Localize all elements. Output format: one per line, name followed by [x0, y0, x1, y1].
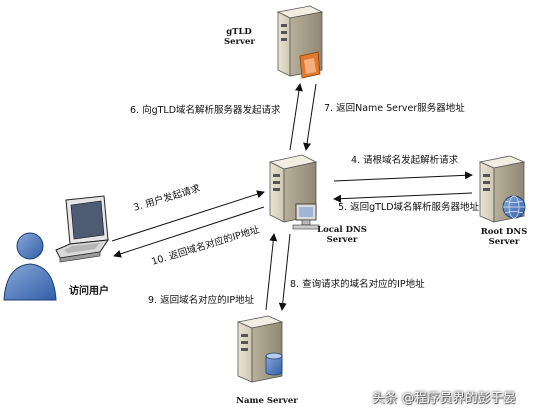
gtld-server-label: gTLD Server: [224, 27, 255, 47]
root-dns-server-label: Root DNS Server: [480, 227, 528, 247]
arrow-step-4: [333, 171, 473, 182]
gtld-server-icon: [276, 5, 324, 79]
arrow-step-9: [265, 233, 278, 311]
step-6-label: 6. 向gTLD域名解析服务器发起请求: [130, 105, 281, 116]
local-dns-server-label: Local DNS Server: [317, 225, 367, 245]
step-8-label: 8. 查询请求的域名对应的IP地址: [290, 279, 425, 290]
step-7-label: 7. 返回Name Server服务器地址: [324, 103, 465, 114]
step-5-label: 5. 返回gTLD域名解析服务器地址: [338, 202, 480, 213]
step-4-label: 4. 请根域名发起解析请求: [351, 155, 459, 166]
arrow-step-8: [278, 233, 291, 311]
arrow-step-3: [111, 190, 265, 242]
arrow-step-10: [113, 206, 265, 258]
globe-icon: [502, 195, 526, 219]
laptop-icon: [55, 195, 110, 263]
arrow-step-7: [303, 83, 317, 151]
user-label: 访问用户: [69, 286, 109, 297]
name-server-label: Name Server: [236, 396, 298, 406]
watermark-text: 头条 @程序员界的彭于晏: [372, 390, 516, 405]
arrow-step-5: [333, 192, 473, 203]
arrow-step-6: [289, 83, 303, 151]
step-9-label: 9. 返回域名对应的IP地址: [148, 295, 255, 306]
database-icon: [265, 352, 283, 376]
user-icon: [3, 232, 57, 301]
local-dns-server-icon: [268, 154, 320, 230]
